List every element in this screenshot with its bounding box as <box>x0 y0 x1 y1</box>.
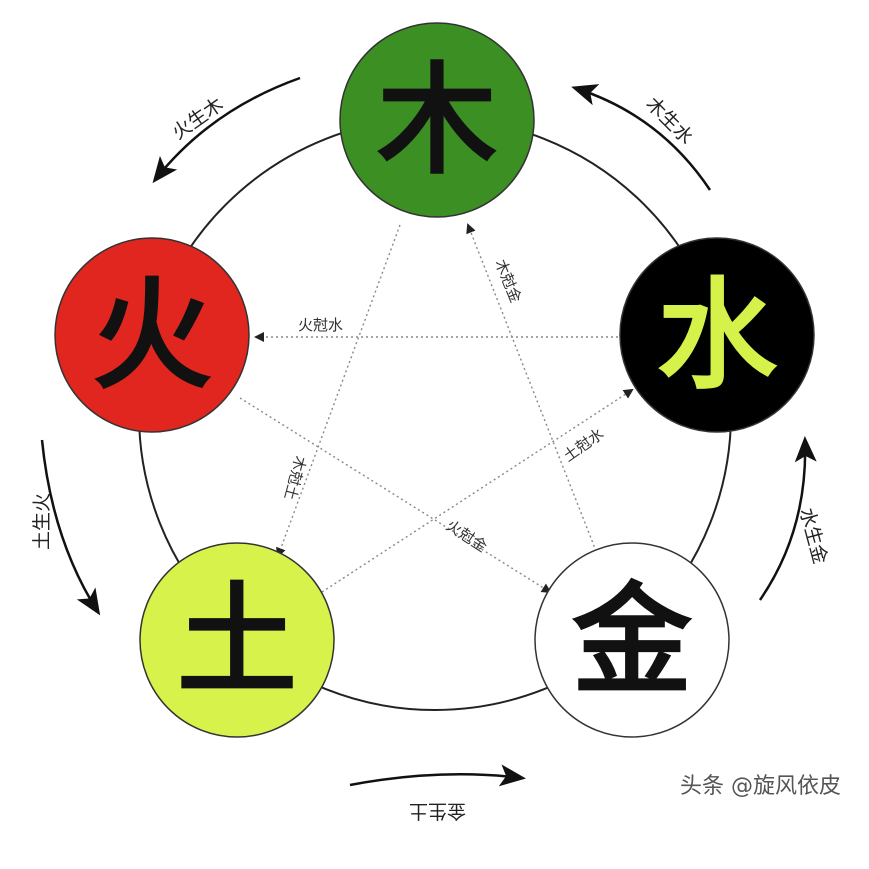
element-water: 水 <box>619 237 815 433</box>
top-left-arrow <box>152 76 301 184</box>
element-char: 木 <box>377 50 497 191</box>
top-right-arrow <box>571 84 712 191</box>
label-fire-metal: 火尅金 <box>443 516 491 556</box>
fire-metal-line <box>239 397 552 594</box>
element-metal: 金 <box>534 542 730 738</box>
watermark: 头条 @旋风依皮 <box>680 774 841 799</box>
element-char: 水 <box>657 265 778 406</box>
element-char: 土 <box>177 570 297 711</box>
label-wood-metal: 木尅金 <box>491 257 525 305</box>
element-fire: 火 <box>54 237 250 433</box>
element-earth: 土 <box>139 542 335 738</box>
wood-earth-line <box>276 224 401 558</box>
label-wood-earth: 木尅土 <box>280 454 309 502</box>
left-arrow <box>40 439 101 616</box>
label-bottom: 金生土 <box>409 800 466 822</box>
right-arrow <box>758 436 817 601</box>
bottom-arrow <box>349 764 526 787</box>
label-earth-water: 土尅水 <box>560 425 607 466</box>
element-char: 金 <box>571 570 693 711</box>
label-right: 水生金 <box>795 506 831 567</box>
element-wood: 木 <box>339 22 535 218</box>
earth-water-line <box>321 388 634 593</box>
element-char: 火 <box>92 265 212 406</box>
metal-wood-line <box>466 223 599 557</box>
label-left: 土生火 <box>31 493 53 550</box>
label-fire-water: 火尅水 <box>298 316 343 334</box>
